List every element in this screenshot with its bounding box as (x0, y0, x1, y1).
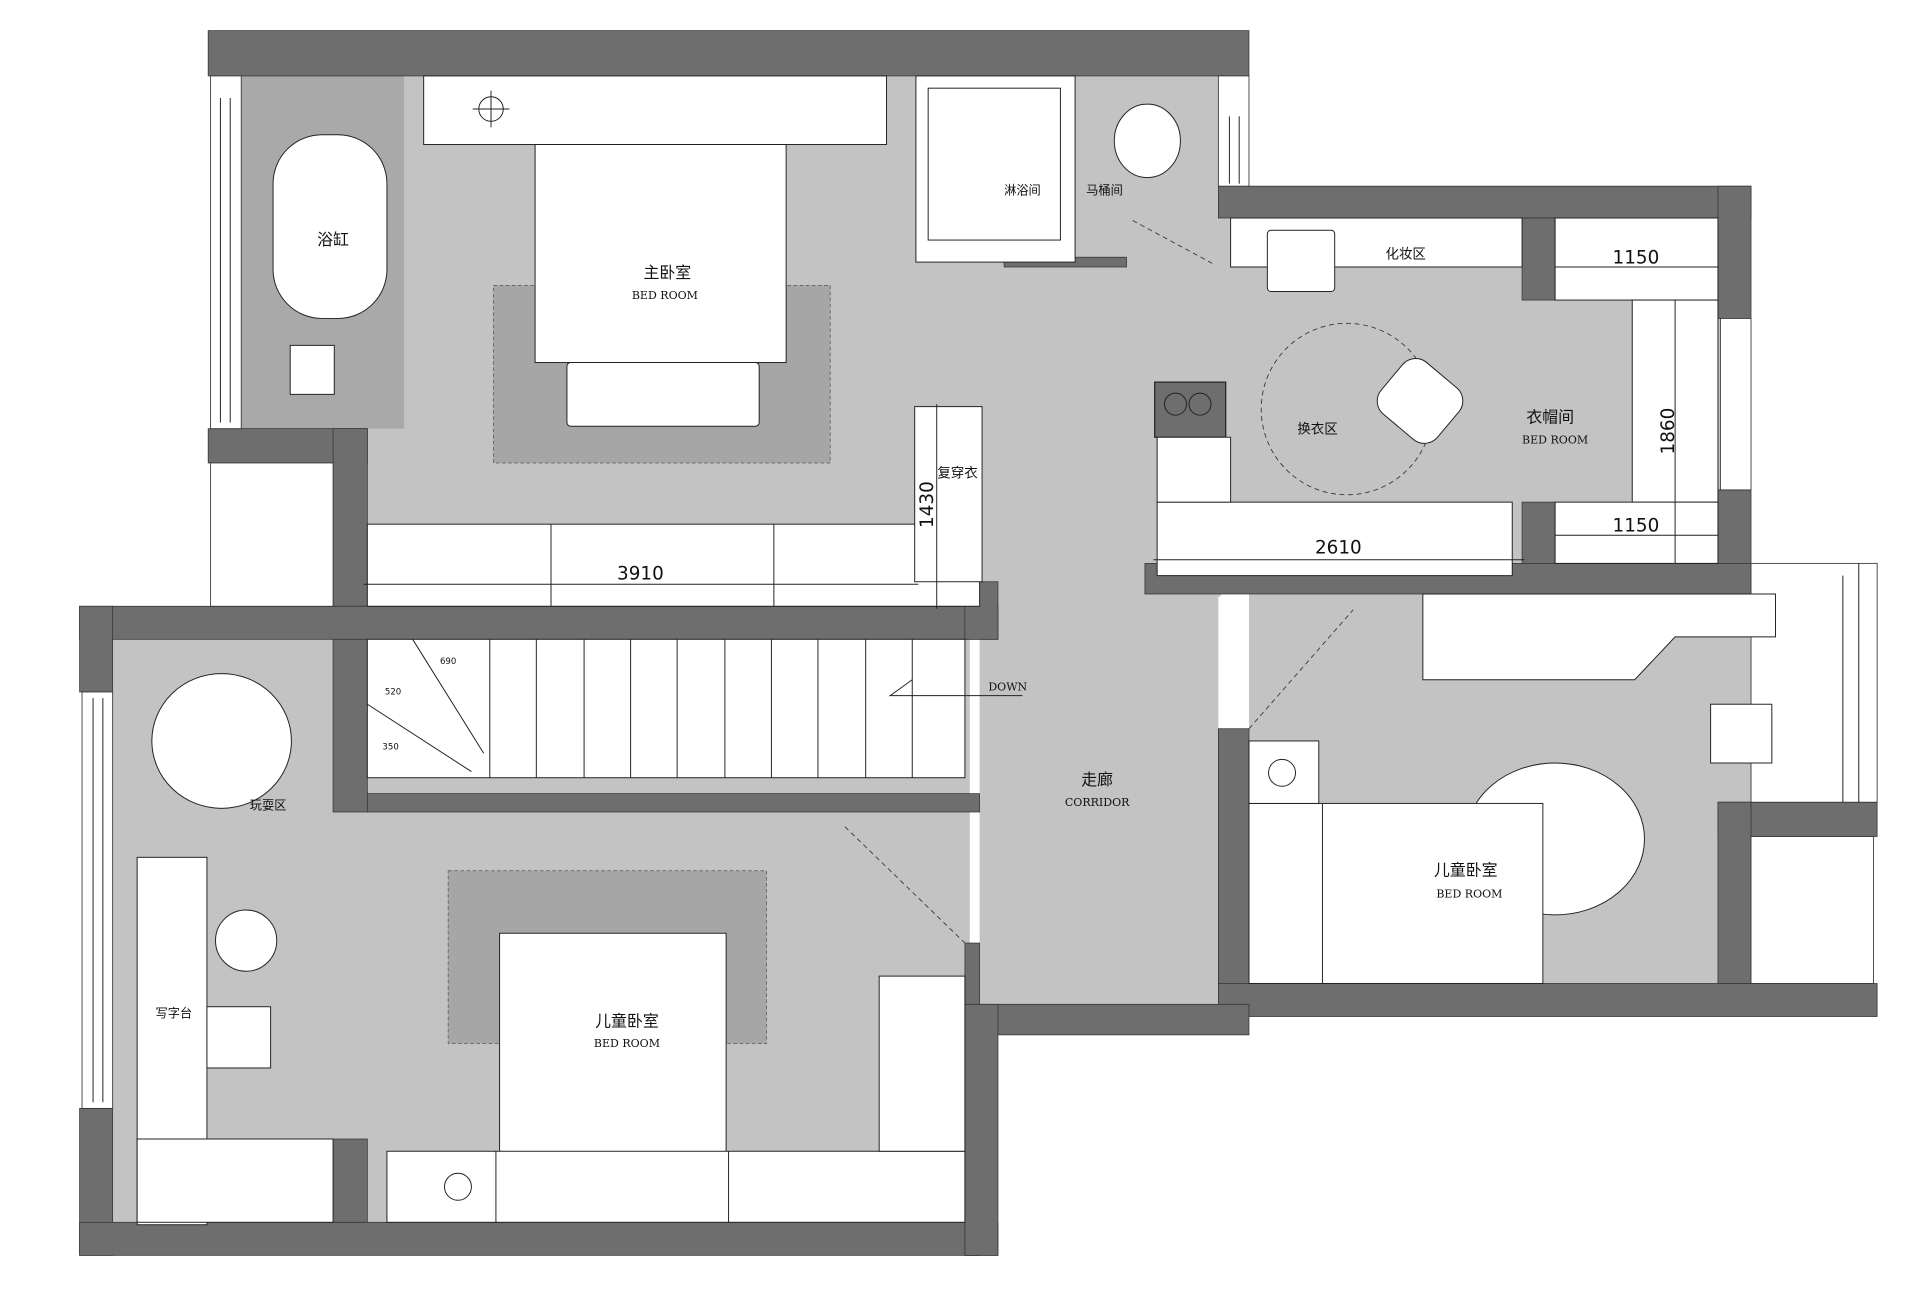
dim-master-width: 3910 (617, 563, 664, 584)
label-kids-bedroom-left-en: BED ROOM (594, 1037, 660, 1050)
walls (79, 30, 1878, 1256)
master-furniture (272, 75, 1213, 607)
dim-cloak-depth: 1860 (1658, 408, 1679, 455)
label-kids-bedroom-right: 儿童卧室 (1434, 861, 1498, 880)
label-master-bedroom-en: BED ROOM (632, 289, 698, 302)
dim-wardrobe-height: 1430 (917, 481, 938, 528)
label-master-bedroom: 主卧室 (643, 263, 691, 282)
kids-right-furniture (1248, 593, 1777, 984)
dim-cloak-width: 2610 (1315, 538, 1362, 559)
label-wardrobe: 复穿衣 (937, 465, 977, 482)
label-desk: 写字台 (156, 1006, 193, 1021)
label-kids-bedroom-left: 儿童卧室 (595, 1011, 659, 1030)
stair-dim-1: 690 (440, 657, 456, 667)
label-cloakroom-en: BED ROOM (1522, 433, 1588, 446)
label-toilet: 马桶间 (1086, 183, 1123, 198)
stair-direction: DOWN (988, 681, 1027, 694)
label-shower: 淋浴间 (1004, 184, 1041, 198)
label-play-area: 玩耍区 (250, 799, 287, 813)
stair-dim-2: 520 (385, 687, 401, 697)
label-corridor: 走廊 (1081, 770, 1113, 789)
staircase (366, 638, 1023, 779)
label-kids-bedroom-right-en: BED ROOM (1436, 888, 1502, 901)
stair-dim-3: 350 (382, 743, 398, 753)
label-changing-area: 换衣区 (1297, 422, 1337, 438)
label-vanity: 化妆区 (1386, 246, 1426, 262)
kids-left-furniture (136, 673, 966, 1226)
dimension-lines (363, 266, 1718, 609)
label-bathtub: 浴缸 (317, 230, 349, 249)
label-corridor-en: CORRIDOR (1065, 796, 1130, 809)
dim-wardrobe-top: 1150 (1613, 247, 1660, 268)
labels: 浴缸 主卧室 BED ROOM 淋浴间 马桶间 化妆区 衣帽间 BED ROOM… (156, 183, 1679, 1050)
dim-wardrobe-bottom: 1150 (1613, 516, 1660, 537)
label-cloakroom: 衣帽间 (1526, 408, 1574, 427)
